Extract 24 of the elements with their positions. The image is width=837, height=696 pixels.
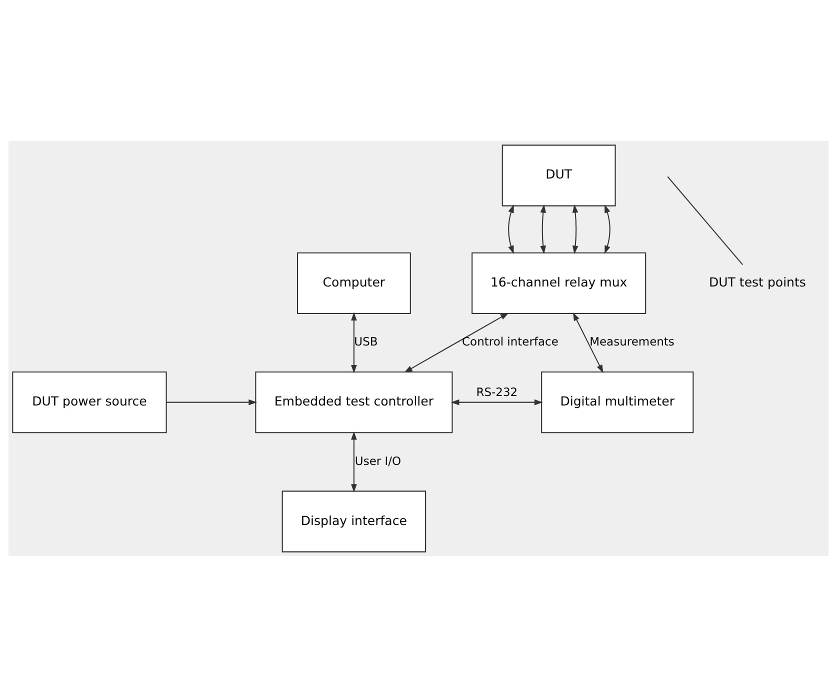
- arrow: [450, 398, 543, 405]
- node-box: DUT power source: [12, 371, 167, 433]
- arrow: [351, 312, 357, 373]
- edge-label: User I/O: [354, 453, 402, 468]
- arrow: [572, 204, 578, 254]
- arrow: [572, 312, 604, 373]
- arrow: [540, 204, 546, 254]
- arrow: [166, 398, 258, 405]
- node-box: Embedded test controller: [255, 371, 453, 433]
- arrow: [508, 204, 514, 254]
- arrow: [351, 430, 357, 492]
- connector: [667, 176, 744, 265]
- edge-label: Measurements: [590, 334, 674, 348]
- node-box: Display interface: [282, 490, 426, 552]
- edge-label: RS-232: [476, 384, 518, 398]
- node-box: Digital multimeter: [541, 371, 694, 433]
- node-box: 16-channel relay mux: [472, 252, 646, 314]
- node-box: DUT: [502, 144, 616, 206]
- arrow: [604, 204, 610, 254]
- node-text: DUT test points: [708, 274, 806, 289]
- edge-label: Control interface: [462, 334, 558, 348]
- edge-label: USB: [354, 334, 378, 348]
- node-box: Computer: [296, 252, 411, 314]
- arrow: [404, 312, 509, 372]
